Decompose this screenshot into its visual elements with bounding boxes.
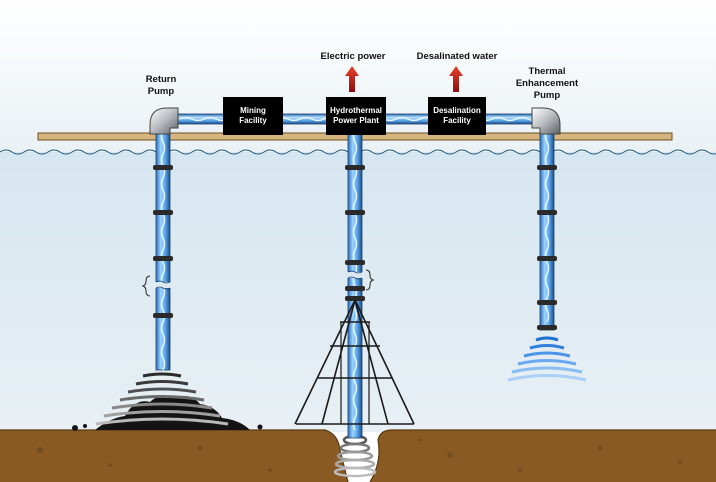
mining-facility-line2: Facility	[239, 116, 267, 125]
thermal-pipe	[537, 123, 557, 331]
return-pump-label-line2: Pump	[147, 86, 175, 97]
power-plant-line1: Hydrothermal	[329, 106, 382, 115]
discharge-plume	[95, 372, 229, 426]
electric-power-label: Electric power	[320, 51, 386, 62]
thermal-pump-label-line3: Pump	[533, 90, 561, 101]
thermal-discharge-plume	[507, 336, 587, 382]
thermal-pump-label-line1: Thermal	[528, 66, 566, 77]
return-pipe	[141, 123, 173, 371]
thermal-pump-elbow	[531, 107, 561, 135]
water-surface	[0, 149, 716, 155]
soil-texture	[37, 438, 682, 472]
power-plant-line2: Power Plant	[333, 116, 379, 125]
return-pump-elbow	[149, 107, 179, 135]
seafloor	[0, 430, 716, 482]
desalination-line2: Facility	[443, 116, 471, 125]
thermal-pump-label-line2: Enhancement	[515, 78, 579, 89]
desalinated-water-arrow	[449, 66, 463, 92]
thermal-pump-label: Thermal Enhancement Pump	[515, 66, 579, 102]
desalinated-water-label: Desalinated water	[416, 51, 498, 62]
desalination-line1: Desalination	[433, 106, 481, 115]
production-pipe	[345, 123, 375, 439]
return-pump-label-line1: Return	[145, 74, 177, 85]
mining-facility-line1: Mining	[240, 106, 266, 115]
return-pump-label: Return Pump	[136, 74, 186, 98]
electric-power-arrow	[345, 66, 359, 92]
support-frame	[294, 299, 415, 425]
